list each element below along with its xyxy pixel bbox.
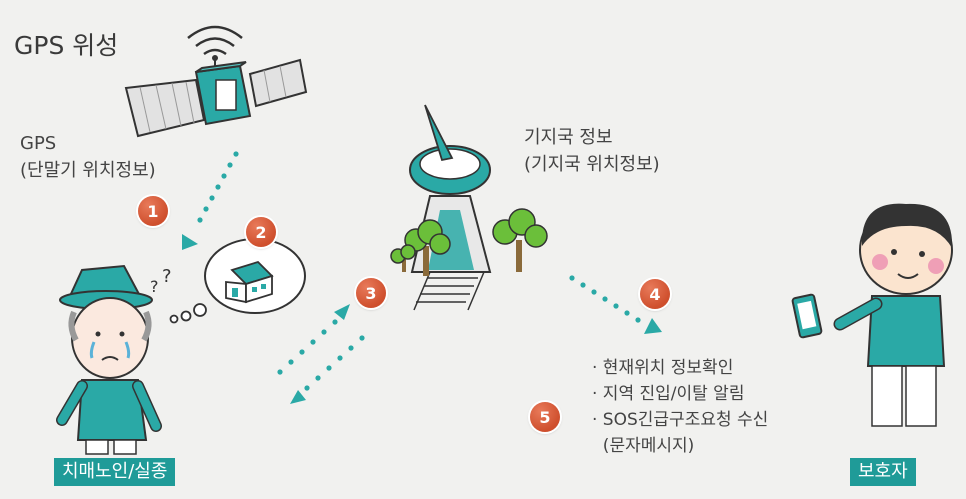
step-badge-3: 3 — [356, 278, 386, 308]
thought-bubble — [169, 238, 306, 324]
gps-label-line-2: (단말기 위치정보) — [20, 160, 156, 181]
boy-with-phone-icon — [791, 203, 953, 427]
guardian-tag: 보호자 — [850, 458, 916, 486]
base-station-label-line-2: (기지국 위치정보) — [524, 154, 660, 175]
signal-path-4 — [569, 275, 662, 334]
diagram-title: GPS 위성 — [14, 31, 119, 60]
base-station-label-line-1: 기지국 정보 — [524, 127, 613, 148]
service-list: · 현재위치 정보확인 · 지역 진입/이탈 알림 · SOS긴급구조요청 수신… — [592, 355, 768, 459]
cell-tower-icon — [409, 104, 492, 311]
step-badge-5: 5 — [530, 402, 560, 432]
base-station-label: 기지국 정보 (기지국 위치정보) — [524, 124, 660, 178]
service-item-sms: (문자메시지) — [592, 436, 695, 456]
signal-path-3 — [277, 304, 365, 404]
svg-text:?: ? — [162, 266, 172, 287]
service-item-geofence: · 지역 진입/이탈 알림 — [592, 384, 745, 404]
house-icon — [225, 260, 274, 304]
service-item-location: · 현재위치 정보확인 — [592, 358, 734, 378]
patient-tag: 치매노인/실종 — [54, 458, 176, 486]
tree-icon — [390, 208, 548, 276]
service-item-sos: · SOS긴급구조요청 수신 — [592, 410, 769, 430]
svg-text:?: ? — [150, 277, 159, 296]
gps-label: GPS (단말기 위치정보) — [20, 130, 156, 184]
satellite-icon — [124, 25, 308, 138]
gps-label-line-1: GPS — [20, 133, 57, 154]
step-badge-4: 4 — [640, 279, 670, 309]
step-badge-1: 1 — [138, 196, 168, 226]
step-badge-2: 2 — [246, 217, 276, 247]
elderly-person-icon: ? ? — [56, 264, 172, 455]
signal-path-1 — [182, 151, 239, 250]
